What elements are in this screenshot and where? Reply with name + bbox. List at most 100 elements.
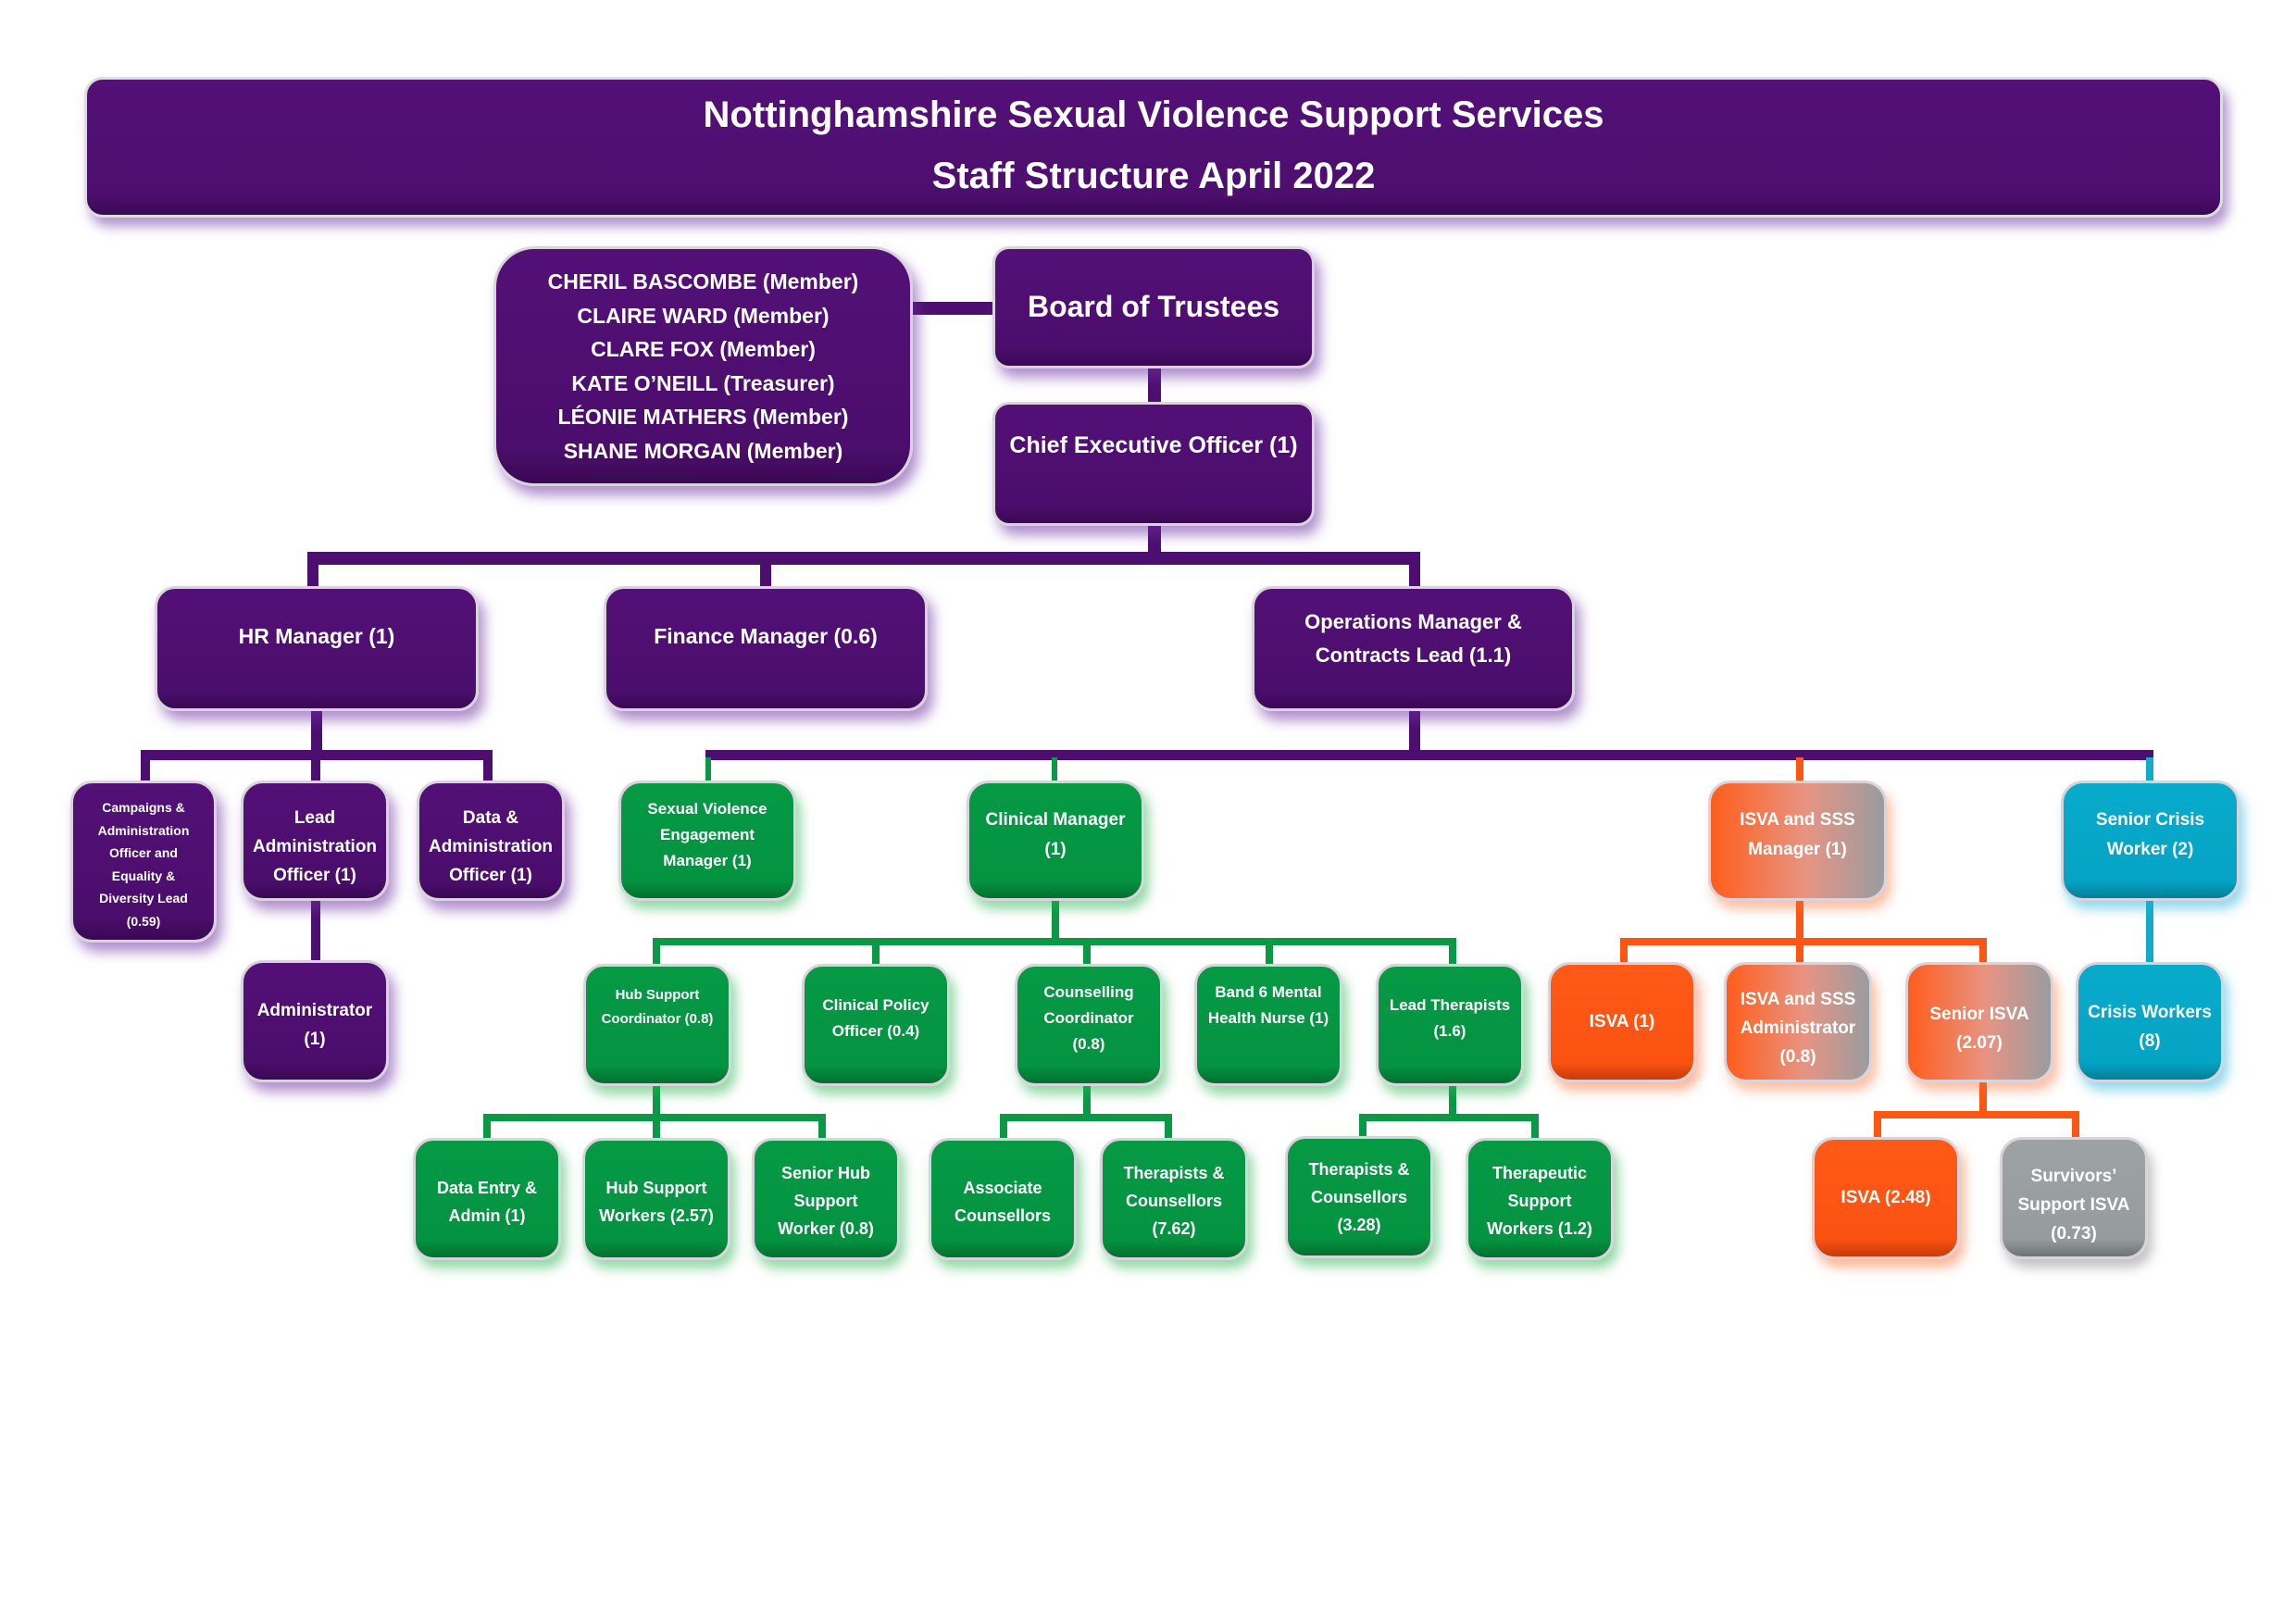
therapeutic-support-label: Therapeutic Support Workers (1.2) [1487,1164,1592,1238]
administrator-box[interactable]: Administrator (1) [241,960,389,1082]
senior-isva-box[interactable]: Senior ISVA (2.07) [1905,962,2053,1082]
connector-band6-up [1266,938,1273,966]
hub-workers-box[interactable]: Hub Support Workers (2.57) [582,1138,730,1260]
hub-coordinator-label: Hub Support Coordinator (0.8) [601,987,714,1027]
sve-manager-box[interactable]: Sexual Violence Engagement Manager (1) [618,781,796,901]
connector-crisis-up [2146,757,2153,783]
connector-leadther-bar [1359,1114,1539,1121]
operations-manager-label: Operations Manager & Contracts Lead (1.1… [1304,610,1522,667]
isva-1-box[interactable]: ISVA (1) [1548,962,1696,1082]
connector-clinical-bar [653,938,1456,945]
finance-manager-box[interactable]: Finance Manager (0.6) [604,586,928,711]
clinical-manager-label: Clinical Manager (1) [985,810,1126,859]
survivors-isva-box[interactable]: Survivors’ Support ISVA (0.73) [2000,1137,2148,1259]
senior-isva-label: Senior ISVA (2.07) [1929,1005,2029,1053]
connector-hubworkers-up [653,1114,660,1140]
connector-finance-up [760,552,771,589]
survivors-isva-label: Survivors’ Support ISVA (0.73) [2017,1167,2130,1243]
clinical-policy-officer-box[interactable]: Clinical Policy Officer (0.4) [802,964,950,1086]
board-member: KATE O’NEILL (Treasurer) [571,370,835,395]
therapists-counsellors-a-label: Therapists & Counsellors (7.62) [1123,1164,1225,1238]
connector-managers-bar [307,552,1420,565]
band6-nurse-box[interactable]: Band 6 Mental Health Nurse (1) [1194,964,1342,1086]
connector-seniorisva-down [1979,1081,1987,1118]
connector-hr-down [311,711,322,756]
board-member: CLAIRE WARD (Member) [577,303,830,328]
therapists-counsellors-a-box[interactable]: Therapists & Counsellors (7.62) [1100,1138,1248,1260]
connector-hr-up [307,552,318,589]
senior-hub-worker-box[interactable]: Senior Hub Support Worker (0.8) [752,1138,900,1260]
connector-seniorcrisis-down [2146,901,2153,962]
connector-isva248-up [1874,1111,1881,1139]
connector-seniorhub-up [818,1114,826,1140]
isva-1-label: ISVA (1) [1589,1012,1655,1031]
ceo-box[interactable]: Chief Executive Officer (1) [992,402,1315,526]
hr-manager-box[interactable]: HR Manager (1) [155,586,479,711]
band6-nurse-label: Band 6 Mental Health Nurse (1) [1207,983,1329,1027]
data-entry-box[interactable]: Data Entry & Admin (1) [413,1138,561,1260]
senior-crisis-worker-label: Senior Crisis Worker (2) [2095,810,2205,859]
isva-manager-box[interactable]: ISVA and SSS Manager (1) [1708,781,1887,901]
senior-hub-worker-label: Senior Hub Support Worker (0.8) [778,1164,874,1238]
connector-isva1-up [1620,938,1628,966]
connector-hr-mid [311,750,320,783]
data-entry-label: Data Entry & Admin (1) [436,1179,538,1225]
connector-ceo-down [1148,526,1161,554]
lead-admin-officer-box[interactable]: Lead Administration Officer (1) [241,781,389,901]
hr-manager-label: HR Manager (1) [238,624,395,648]
hub-workers-label: Hub Support Workers (2.57) [599,1179,714,1225]
connector-members-board [913,302,994,315]
connector-clinical-up [1052,757,1057,783]
board-member: CLARE FOX (Member) [591,337,816,361]
operations-manager-box[interactable]: Operations Manager & Contracts Lead (1.1… [1252,586,1575,711]
data-admin-officer-box[interactable]: Data & Administration Officer (1) [417,781,565,901]
connector-isva-up [1796,757,1803,783]
connector-seniorisva-bar [1874,1111,2079,1118]
chart-header: Nottinghamshire Sexual Violence Support … [84,77,2223,218]
clinical-manager-box[interactable]: Clinical Manager (1) [967,781,1144,901]
isva-manager-label: ISVA and SSS Manager (1) [1740,810,1855,859]
senior-crisis-worker-box[interactable]: Senior Crisis Worker (2) [2061,781,2240,901]
isva-admin-box[interactable]: ISVA and SSS Administrator (0.8) [1724,962,1872,1082]
connector-counselling-bar [1000,1114,1172,1121]
connector-hr-right [483,750,493,783]
connector-hub-coord-up [653,938,660,966]
connector-ops-down [1409,711,1420,757]
board-member: CHERIL BASCOMBE (Member) [547,269,859,294]
connector-policy-up [872,938,880,966]
therapeutic-support-box[interactable]: Therapeutic Support Workers (1.2) [1466,1138,1614,1260]
connector-therapeutic-up [1531,1114,1539,1140]
ceo-label: Chief Executive Officer (1) [1009,432,1298,458]
administrator-label: Administrator (1) [256,1001,373,1049]
connector-board-ceo [1148,369,1161,404]
chart-subtitle: Staff Structure April 2022 [931,156,1376,196]
hub-coordinator-box[interactable]: Hub Support Coordinator (0.8) [583,964,731,1086]
connector-leadther-up [1449,938,1456,966]
campaigns-officer-label: Campaigns & Administration Officer and E… [97,800,190,929]
connector-dataentry-up [483,1114,491,1140]
isva-admin-label: ISVA and SSS Administrator (0.8) [1740,990,1856,1067]
isva-248-box[interactable]: ISVA (2.48) [1812,1137,1960,1259]
crisis-workers-box[interactable]: Crisis Workers (8) [2076,962,2224,1082]
connector-therapistsA-up [1165,1114,1172,1140]
lead-therapists-label: Lead Therapists (1.6) [1389,996,1511,1040]
connector-ops-bar [705,750,2153,760]
campaigns-officer-box[interactable]: Campaigns & Administration Officer and E… [70,781,217,943]
lead-therapists-box[interactable]: Lead Therapists (1.6) [1376,964,1524,1086]
therapists-counsellors-b-box[interactable]: Therapists & Counsellors (3.28) [1285,1136,1433,1258]
board-member: LÉONIE MATHERS (Member) [557,405,849,429]
associate-counsellors-label: Associate Counsellors [954,1179,1052,1225]
associate-counsellors-box[interactable]: Associate Counsellors [929,1138,1077,1260]
connector-hr-left [141,750,150,783]
counselling-coordinator-box[interactable]: Counselling Coordinator (0.8) [1015,964,1163,1086]
connector-therapistsB-up [1359,1114,1366,1138]
lead-admin-officer-label: Lead Administration Officer (1) [252,808,378,885]
connector-isvaadmin-up [1796,938,1803,966]
board-members-box[interactable]: CHERIL BASCOMBE (Member) CLAIRE WARD (Me… [493,246,913,486]
board-of-trustees-box[interactable]: Board of Trustees [992,246,1315,369]
board-of-trustees-label: Board of Trustees [1027,290,1280,323]
connector-clinical-down [1052,901,1059,943]
sve-manager-label: Sexual Violence Engagement Manager (1) [647,800,767,869]
org-title: Nottinghamshire Sexual Violence Support … [703,94,1604,135]
therapists-counsellors-b-label: Therapists & Counsellors (3.28) [1308,1160,1410,1234]
